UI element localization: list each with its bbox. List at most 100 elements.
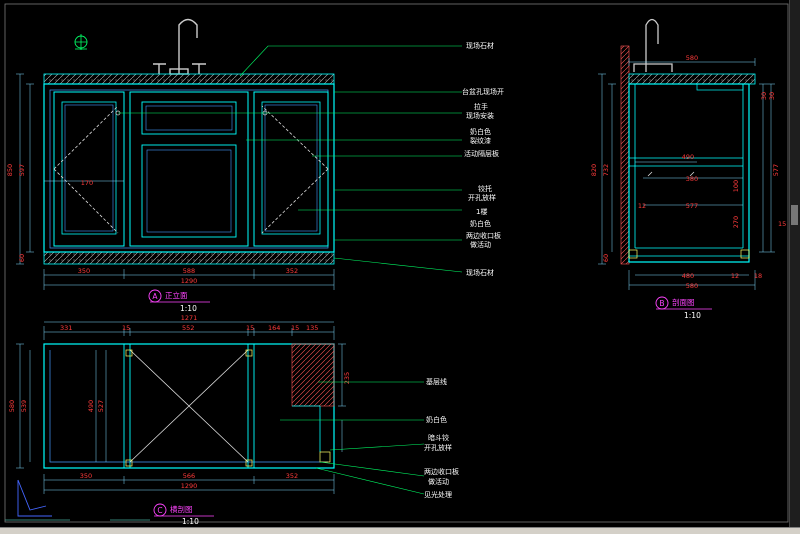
door-swing-left: [53, 105, 119, 234]
side-section-view: 580 490 380 577 480 580 12 18 820 732 60…: [590, 18, 786, 320]
front-view-marker: A: [152, 292, 158, 301]
plan-callout-color: 奶白色: [426, 415, 447, 424]
side-dimension-lines: [598, 58, 775, 290]
side-dim-bottom-1: 480: [682, 272, 694, 280]
side-dim-right-4: 15: [778, 220, 786, 228]
countertop-stone: [43, 73, 335, 85]
plan-view-scale: 1:10: [182, 517, 199, 526]
front-dim-bottom-2: 588: [183, 267, 195, 275]
plan-callout-base-line: 基层线: [426, 377, 447, 386]
side-dim-right-6: 30: [768, 92, 776, 100]
side-dim-right-2: 100: [732, 180, 740, 192]
plan-dim-top-1: 331: [60, 324, 72, 332]
vertical-scrollbar[interactable]: [789, 0, 800, 528]
plan-dim-inner-2: 527: [97, 400, 105, 412]
callout-handle-install: 现场安装: [466, 111, 494, 120]
side-dim-left-3: 60: [602, 254, 610, 262]
side-dim-bottom-3: 12: [731, 272, 739, 280]
middle-panel: [141, 144, 237, 238]
side-dim-bottom-2: 580: [686, 282, 698, 290]
plan-dim-bottom-2: 566: [183, 472, 195, 480]
plan-callout-hole-layout: 开孔放样: [424, 443, 452, 452]
side-dim-bottom-4: 18: [754, 272, 762, 280]
side-cabinet-body: [628, 83, 750, 263]
front-dim-bottom-3: 352: [286, 267, 298, 275]
faucet-icon: [153, 18, 206, 75]
cabinet-body: [43, 83, 335, 253]
side-dim-top: 580: [686, 54, 698, 62]
plan-dim-top-3: 552: [182, 324, 194, 332]
callout-shelf: 活动隔层板: [464, 149, 499, 158]
plan-dim-left-1: 580: [8, 400, 16, 412]
front-elevation-view: 350 588 352 1290 170 850 597 60: [6, 18, 504, 313]
callout-hinge-support: 铰托: [478, 184, 492, 193]
north-marker-icon: [74, 34, 88, 50]
plan-dim-top-6: 15: [291, 324, 299, 332]
callout-stone-bottom: 现场石材: [466, 268, 494, 277]
callout-floor: 1楼: [476, 207, 487, 216]
side-dim-left-2: 732: [602, 164, 610, 176]
side-view-name: 剖面图: [672, 297, 695, 307]
plan-total-bottom: 1290: [181, 482, 198, 490]
side-dim-inner-3: 577: [686, 202, 698, 210]
side-view-marker: B: [659, 299, 664, 308]
side-dim-inner-2: 380: [686, 175, 698, 183]
callout-color-white-2: 奶白色: [470, 219, 491, 228]
front-dimension-lines: [16, 73, 335, 290]
sink-cutout-cross: [129, 349, 249, 463]
callout-handle: 拉手: [474, 102, 488, 111]
side-dim-inner-1: 490: [682, 153, 694, 161]
plan-dim-inner-1: 490: [87, 400, 95, 412]
plan-dim-bottom-1: 350: [80, 472, 92, 480]
callout-stone-top: 现场石材: [466, 41, 494, 50]
front-dim-left-1: 850: [6, 164, 14, 176]
plan-dim-top-2: 15: [122, 324, 130, 332]
front-leader-lines: [118, 45, 463, 273]
drawer-front: [141, 101, 237, 135]
front-view-name: 正立面: [165, 290, 188, 300]
front-view-title: A 正立面 1:10: [148, 289, 210, 313]
door-swing-right: [261, 105, 329, 234]
plan-dim-right: 235: [343, 372, 351, 384]
front-total-width: 1290: [181, 277, 198, 285]
scrollbar-thumb[interactable]: [791, 205, 798, 225]
side-dim-right-1: 577: [772, 164, 780, 176]
plan-callout-movable: 做活动: [428, 477, 449, 486]
front-dim-left-2: 597: [18, 164, 26, 176]
plan-dim-top-4: 15: [246, 324, 254, 332]
plan-view-marker: C: [157, 506, 162, 515]
plan-view-name: 横剖图: [170, 504, 193, 514]
plan-view-title: C 横剖图 1:10: [153, 503, 214, 526]
callout-basin-hole: 台盆孔现场开: [462, 87, 504, 96]
plan-dim-left-2: 539: [20, 400, 28, 412]
front-view-scale: 1:10: [180, 304, 197, 313]
side-dim-right-3: 270: [732, 216, 740, 228]
callout-color-white: 奶白色: [470, 127, 491, 136]
status-bar: [0, 527, 800, 534]
drawing-frame: [4, 3, 789, 523]
left-door: [53, 91, 125, 247]
front-dim-bottom-1: 350: [78, 267, 90, 275]
plan-total-top: 1271: [181, 314, 198, 322]
faucet-side-icon: [633, 18, 673, 72]
side-dim-left-4: 12: [638, 202, 646, 210]
plan-callout-edge-board: 两边收口板: [424, 467, 459, 476]
callout-movable: 做活动: [470, 240, 491, 249]
side-dim-right-5: 30: [760, 92, 768, 100]
plan-section-view: 331 15 552 15 164 15 135 1271 350 566 35…: [8, 314, 459, 526]
plan-dimension-lines: [16, 321, 346, 494]
plinth-stone: [43, 251, 335, 265]
plan-callout-hinge: 暗斗铰: [428, 433, 449, 442]
plan-callout-exposed: 见光处理: [424, 490, 452, 499]
plan-leader-lines: [280, 381, 425, 495]
callout-hole-layout: 开孔放样: [468, 193, 496, 202]
callout-edge-board: 两边收口板: [466, 231, 501, 240]
wall-hatch: [620, 45, 630, 265]
side-dim-left-1: 820: [590, 164, 598, 176]
plan-dim-top-7: 135: [306, 324, 318, 332]
plan-dim-bottom-3: 352: [286, 472, 298, 480]
ucs-icon: [17, 479, 52, 517]
